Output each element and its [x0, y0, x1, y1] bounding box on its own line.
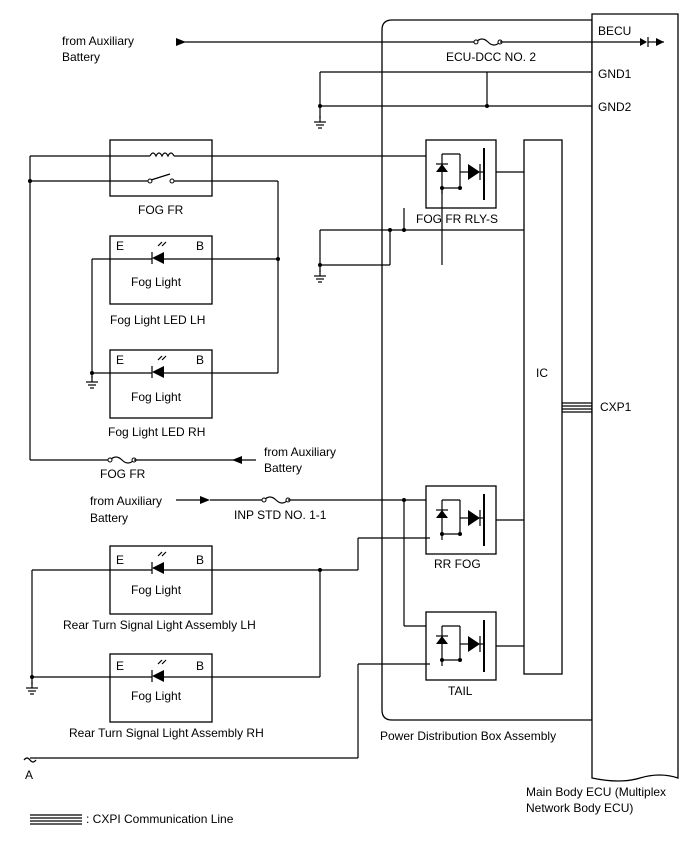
terminal-label: E: [116, 353, 124, 367]
terminal-label: E: [116, 239, 124, 253]
relay-label: RR FOG: [434, 557, 481, 571]
assembly-label: Power Distribution Box Assembly: [380, 729, 556, 743]
lamp-inner-label: Fog Light: [131, 275, 182, 289]
lamp-inner-label: Fog Light: [131, 583, 182, 597]
source-label: from Auxiliary: [90, 494, 162, 508]
arrow-icon: [232, 456, 242, 464]
source-label: from Auxiliary: [264, 445, 336, 459]
arrow-icon: [656, 38, 664, 46]
fuse-label: ECU-DCC NO. 2: [446, 50, 536, 64]
lamp-inner-label: Fog Light: [131, 689, 182, 703]
assembly-label: Main Body ECU (Multiplex: [526, 785, 666, 799]
connector-a-icon: [23, 757, 37, 763]
assembly-label: Network Body ECU): [526, 801, 633, 815]
pin-label: BECU: [598, 24, 631, 38]
fog-fr-relay: [109, 139, 213, 197]
connector-label: A: [25, 768, 33, 782]
ic-block: [523, 139, 563, 675]
source-label: Battery: [90, 511, 128, 525]
terminal-label: E: [116, 553, 124, 567]
relay-tail: [425, 611, 497, 681]
source-label: Battery: [264, 461, 302, 475]
terminal-label: B: [196, 659, 204, 673]
lamp-label: Rear Turn Signal Light Assembly LH: [63, 618, 256, 632]
diode-icon: [640, 38, 647, 46]
relay-label: FOG FR: [138, 203, 184, 217]
fuse-label: INP STD NO. 1-1: [234, 508, 327, 522]
lamp-inner-label: Fog Light: [131, 390, 182, 404]
coil-icon: [149, 152, 175, 158]
relay-label: TAIL: [448, 684, 473, 698]
main-body-ecu: [591, 13, 679, 782]
lamp-label: Fog Light LED LH: [110, 313, 205, 327]
fuse-label: FOG FR: [100, 467, 146, 481]
pin-label: GND1: [598, 67, 632, 81]
ground-icon: [85, 375, 99, 389]
relay-fog-fr-rly-s: [425, 139, 497, 209]
relay-label: FOG FR RLY-S: [416, 212, 498, 226]
fuse-inp-std: [261, 496, 291, 504]
relay-rr-fog: [425, 485, 497, 555]
ground-icon: [25, 681, 39, 695]
terminal-label: B: [196, 239, 204, 253]
ic-label: IC: [536, 366, 548, 380]
ground-icon: [313, 115, 327, 129]
pin-label: GND2: [598, 100, 632, 114]
terminal-label: B: [196, 553, 204, 567]
arrow-icon: [176, 38, 186, 46]
fuse-fog-fr: [107, 456, 137, 464]
terminal-label: E: [116, 659, 124, 673]
pin-label: CXP1: [600, 400, 632, 414]
arrow-icon: [200, 496, 210, 504]
source-label: from Auxiliary: [62, 34, 134, 48]
ground-icon: [313, 269, 327, 283]
source-label: Battery: [62, 50, 100, 64]
lamp-label: Rear Turn Signal Light Assembly RH: [69, 726, 264, 740]
terminal-label: B: [196, 353, 204, 367]
lamp-label: Fog Light LED RH: [108, 425, 205, 439]
legend-label: : CXPI Communication Line: [86, 812, 234, 826]
